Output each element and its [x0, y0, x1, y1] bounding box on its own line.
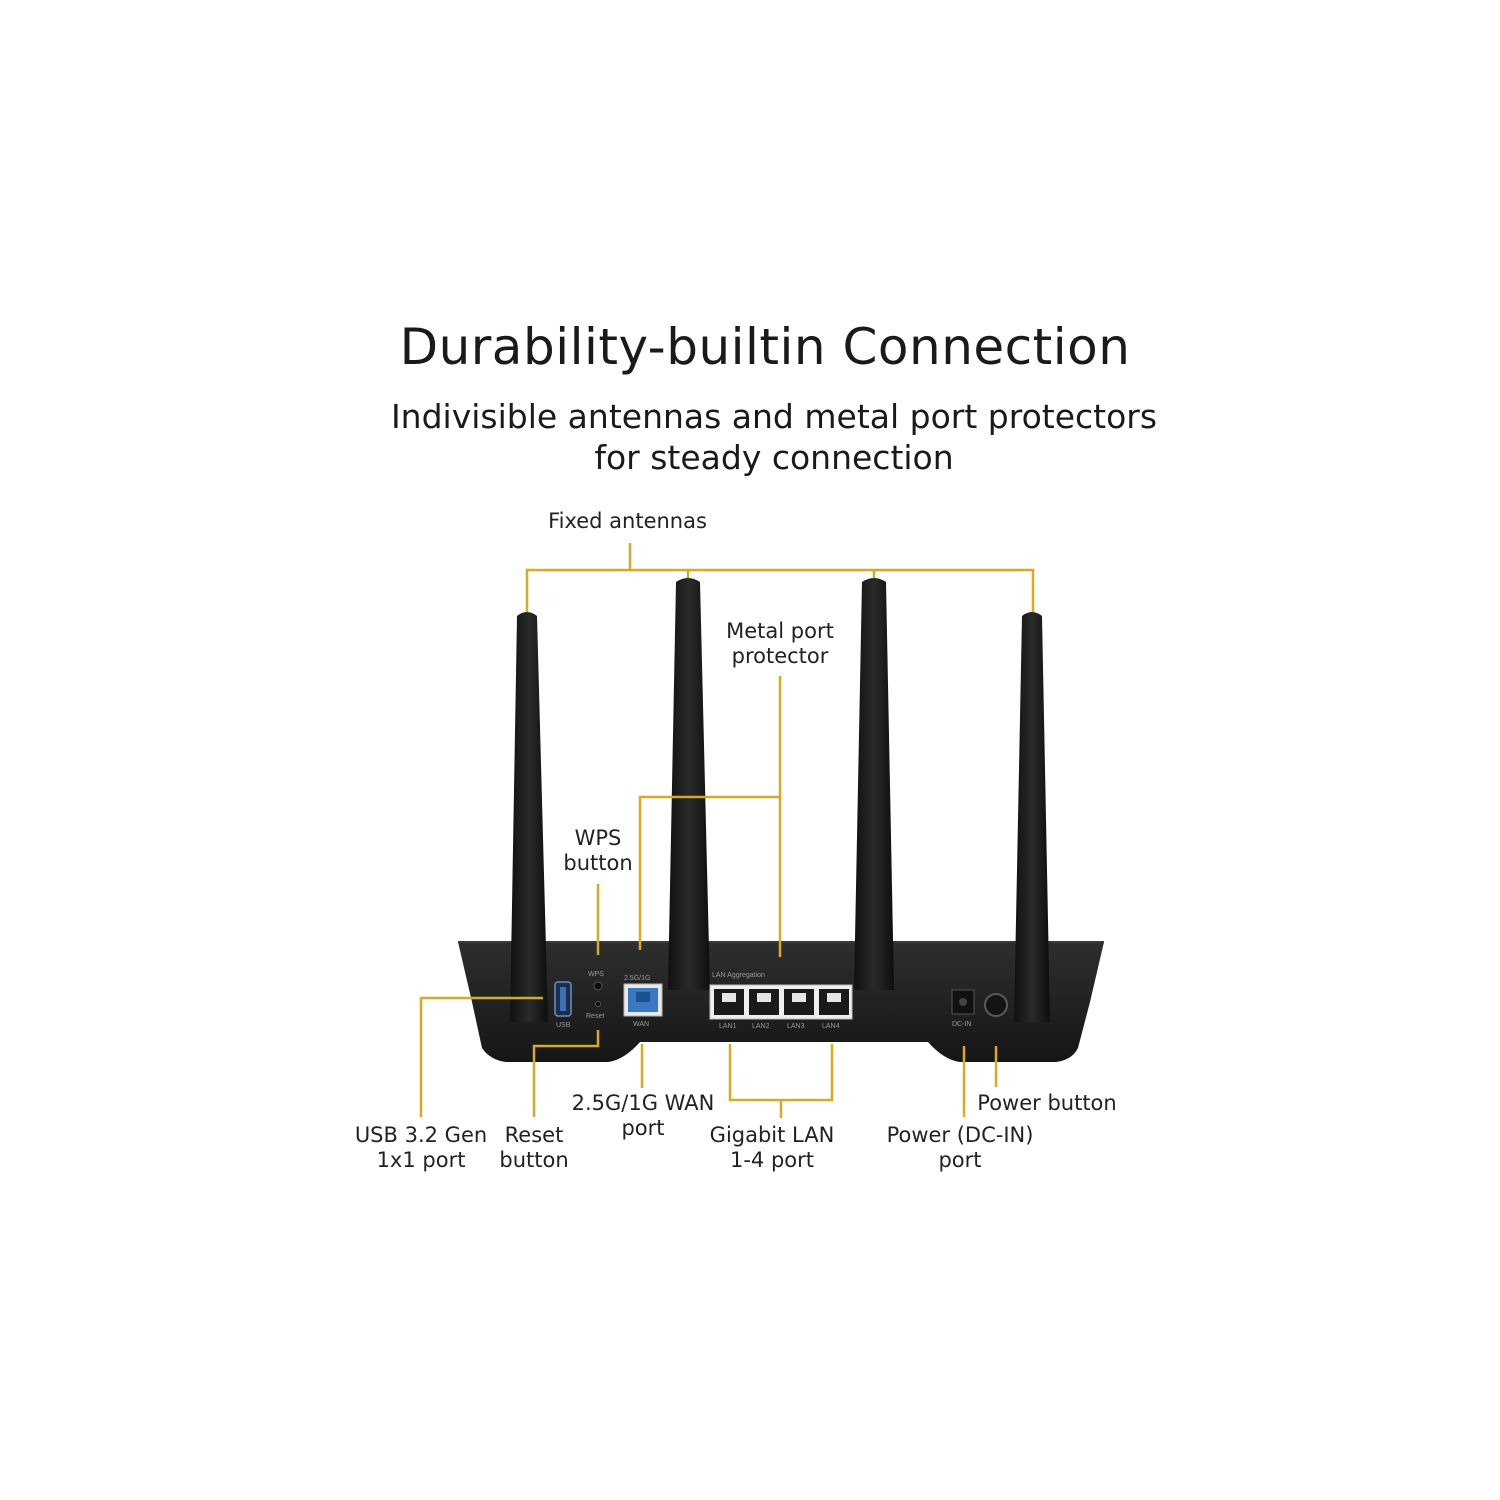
label-wps-line-2: button — [563, 851, 633, 875]
leader-reset — [532, 1030, 600, 1117]
device-text-lan3: LAN3 — [787, 1023, 805, 1030]
label-power-button: Power button — [976, 1091, 1118, 1116]
device-text-lan1: LAN1 — [719, 1023, 737, 1030]
label-metal-port-line-2: protector — [731, 644, 829, 668]
label-reset-line-2: button — [499, 1148, 569, 1172]
power-button — [984, 993, 1008, 1017]
page-title: Durability-builtin Connection — [399, 318, 1131, 376]
label-wps-line-1: WPS — [574, 826, 622, 850]
label-metal-port-protector: Metal port protector — [710, 619, 850, 669]
device-text-lan-agg: LAN Aggregation — [712, 972, 765, 979]
antenna-2 — [668, 578, 710, 990]
antennas — [510, 578, 1050, 1022]
device-text-lan2: LAN2 — [752, 1023, 770, 1030]
label-power-dc-line-2: port — [938, 1148, 982, 1172]
label-reset-line-1: Reset — [504, 1123, 564, 1147]
antenna-1 — [510, 612, 548, 1022]
reset-button — [595, 1001, 601, 1007]
label-wan-line-1: 2.5G/1G WAN — [571, 1091, 715, 1115]
label-usb-line-1: USB 3.2 Gen — [354, 1123, 488, 1147]
leader-fixed-antennas — [525, 543, 1035, 612]
label-usb-port: USB 3.2 Gen 1x1 port — [350, 1123, 492, 1173]
device-text-wan-top: 2.5G/1G — [624, 975, 650, 982]
antenna-4 — [1014, 612, 1050, 1022]
device-text-wan: WAN — [633, 1021, 649, 1028]
label-power-dc-line-1: Power (DC-IN) — [886, 1123, 1034, 1147]
label-fixed-antennas-text: Fixed antennas — [548, 509, 707, 533]
label-fixed-antennas: Fixed antennas — [540, 509, 715, 534]
label-lan-line-2: 1-4 port — [729, 1148, 815, 1172]
device-text-wps: WPS — [588, 971, 604, 978]
lan-ports — [709, 984, 853, 1020]
device-text-dcin: DC-IN — [952, 1021, 971, 1028]
wps-button — [593, 981, 603, 991]
label-wan-line-2: port — [621, 1116, 665, 1140]
label-reset-button: Reset button — [484, 1123, 584, 1173]
antenna-3 — [854, 578, 894, 990]
leader-lan — [728, 1044, 834, 1118]
label-lan-line-1: Gigabit LAN — [709, 1123, 835, 1147]
device-text-reset: Reset — [586, 1013, 604, 1020]
leader-usb — [419, 996, 543, 1117]
label-wps-button: WPS button — [548, 826, 648, 876]
leader-lines — [419, 543, 1035, 1118]
leader-metal-protector — [638, 676, 782, 957]
subtitle-line-2: for steady connection — [594, 438, 954, 477]
subtitle-line-1: Indivisible antennas and metal port prot… — [390, 397, 1158, 436]
device-text-usb: USB — [556, 1022, 571, 1029]
label-wan-port: 2.5G/1G WAN port — [563, 1091, 723, 1141]
label-lan-ports: Gigabit LAN 1-4 port — [702, 1123, 842, 1173]
device-text-lan4: LAN4 — [822, 1023, 840, 1030]
label-usb-line-2: 1x1 port — [376, 1148, 466, 1172]
label-power-dc-in: Power (DC-IN) port — [878, 1123, 1042, 1173]
label-power-button-text: Power button — [977, 1091, 1117, 1115]
label-metal-port-line-1: Metal port — [726, 619, 834, 643]
page-subtitle: Indivisible antennas and metal port prot… — [0, 396, 1500, 478]
